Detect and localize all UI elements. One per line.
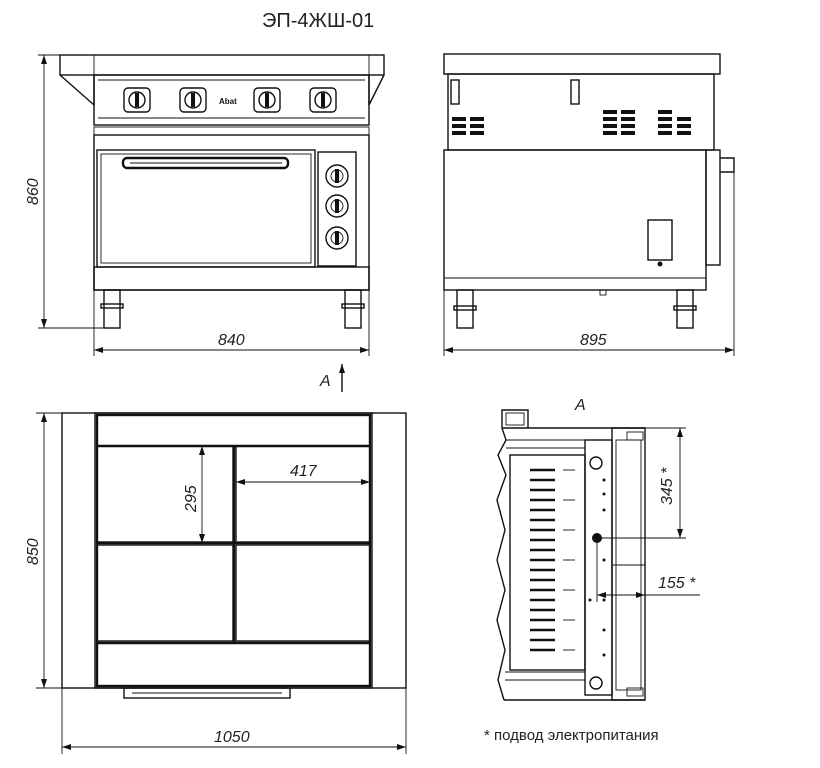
power-connection-point <box>592 533 602 543</box>
conn-height-dimension: 345 * <box>602 427 686 539</box>
conn-offset-label: 155 * <box>658 575 696 592</box>
conn-offset-dimension: 155 * <box>596 543 700 602</box>
top-width-dimension: 1050 <box>61 688 407 754</box>
plate-width-dimension: 417 <box>236 463 370 485</box>
top-depth-dimension: 850 <box>25 412 62 689</box>
top-width-label: 1050 <box>214 729 250 746</box>
hot-plate-3 <box>96 544 234 642</box>
drawing-title: ЭП-4ЖШ-01 <box>262 10 375 32</box>
plate-height-label: 295 <box>183 485 200 513</box>
oven-knob-1 <box>325 164 349 188</box>
top-view <box>61 412 407 699</box>
plate-height-dimension: 295 <box>183 446 205 543</box>
front-view: Abat <box>59 54 385 329</box>
view-a-label: A <box>319 373 331 390</box>
top-depth-label: 850 <box>25 538 42 565</box>
cooktop-knob-3 <box>253 87 281 113</box>
cooktop-knob-4 <box>309 87 337 113</box>
front-width-label: 840 <box>218 332 245 349</box>
oven-knob-2 <box>325 194 349 218</box>
hot-plate-1 <box>96 445 234 543</box>
brand-logo: Abat <box>219 97 237 106</box>
side-depth-dimension: 895 <box>443 172 735 356</box>
front-height-dimension: 860 <box>25 54 104 329</box>
conn-height-label: 345 * <box>659 467 676 505</box>
side-depth-label: 895 <box>580 332 607 349</box>
power-footnote: * подвод электропитания <box>484 727 659 744</box>
vent-slots <box>452 110 691 135</box>
cooktop-knob-1 <box>123 87 151 113</box>
side-view <box>443 53 735 329</box>
view-a-arrow: A <box>319 364 345 392</box>
detail-a-label: A <box>574 397 586 414</box>
detail-vent-slots <box>530 468 575 652</box>
front-width-dimension: 840 <box>93 290 370 356</box>
plate-width-label: 417 <box>290 463 318 480</box>
detail-view-a: A <box>496 397 646 701</box>
hot-plate-2 <box>235 445 371 543</box>
oven-knob-3 <box>325 226 349 250</box>
front-height-label: 860 <box>25 178 42 205</box>
hot-plate-4 <box>235 544 371 642</box>
cooktop-knob-2 <box>179 87 207 113</box>
